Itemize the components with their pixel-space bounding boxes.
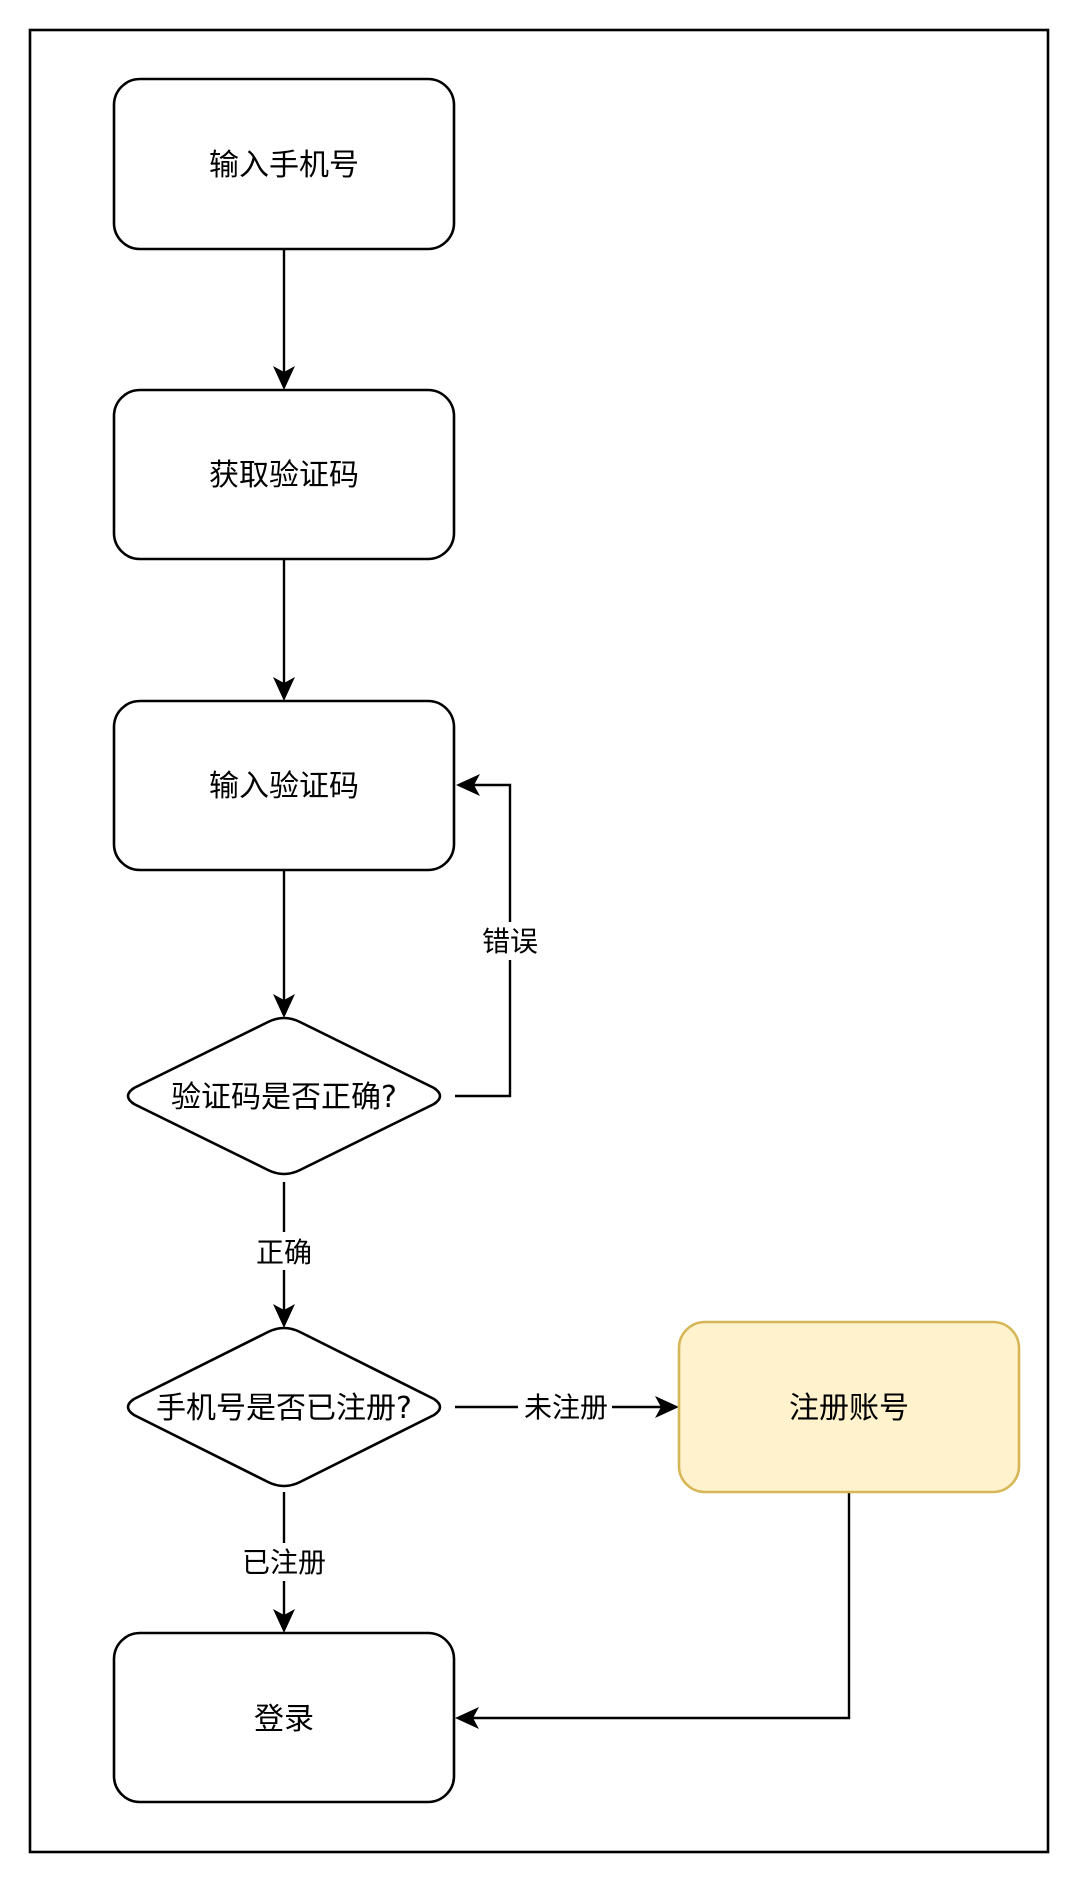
node-get-code[interactable]: 获取验证码 [112, 388, 456, 561]
node-label: 验证码是否正确? [171, 1080, 397, 1115]
node-label: 输入验证码 [209, 769, 359, 804]
edge-label-bg [248, 1232, 320, 1270]
arrow-down-icon [273, 1609, 295, 1633]
edge-register-to-login[interactable] [455, 1492, 851, 1729]
node-label: 输入手机号 [209, 148, 359, 183]
arrow-down-icon [273, 994, 295, 1018]
node-label: 登录 [254, 1702, 314, 1737]
process-box [112, 699, 456, 872]
edge-label-bg [236, 1543, 332, 1581]
edge-line [469, 1492, 851, 1720]
diagram-frame [28, 28, 1050, 1854]
edge-label-wrong: 错误 [482, 925, 538, 958]
node-login[interactable]: 登录 [112, 1631, 456, 1804]
edge-code-correct[interactable]: 正确 [248, 1182, 320, 1328]
decision-diamond [126, 1016, 442, 1176]
process-box [112, 77, 456, 251]
arrow-down-icon [273, 1304, 295, 1328]
edge-label-bg [476, 922, 544, 960]
decision-diamond [126, 1326, 442, 1488]
process-box [112, 1631, 456, 1804]
node-register[interactable]: 注册账号 [677, 1320, 1021, 1494]
edge-label-correct: 正确 [256, 1236, 312, 1269]
edge-label-registered: 已注册 [242, 1546, 326, 1579]
edge-phone-unregistered[interactable]: 未注册 [455, 1388, 679, 1426]
node-enter-phone[interactable]: 输入手机号 [112, 77, 456, 251]
arrow-down-icon [273, 366, 295, 390]
process-box [112, 388, 456, 561]
edge-label-unregistered: 未注册 [524, 1391, 608, 1424]
node-label: 手机号是否已注册? [156, 1391, 412, 1426]
arrow-down-icon [273, 677, 295, 701]
arrow-left-icon [456, 774, 480, 796]
edge-enter-code-to-code-check[interactable] [273, 870, 295, 1018]
node-enter-code[interactable]: 输入验证码 [112, 699, 456, 872]
edge-enter-phone-to-get-code[interactable] [273, 249, 295, 390]
node-phone-registered-check[interactable]: 手机号是否已注册? [126, 1326, 442, 1488]
edge-get-code-to-enter-code[interactable] [273, 559, 295, 701]
node-label: 注册账号 [789, 1391, 909, 1426]
node-label: 获取验证码 [209, 458, 359, 493]
process-box-highlighted [677, 1320, 1021, 1494]
arrow-left-icon [455, 1707, 479, 1729]
node-code-check[interactable]: 验证码是否正确? [126, 1016, 442, 1176]
edge-label-bg [518, 1388, 612, 1426]
edge-code-wrong-loop[interactable]: 错误 [455, 774, 544, 1098]
edge-phone-registered[interactable]: 已注册 [236, 1492, 332, 1633]
arrow-right-icon [655, 1396, 679, 1418]
